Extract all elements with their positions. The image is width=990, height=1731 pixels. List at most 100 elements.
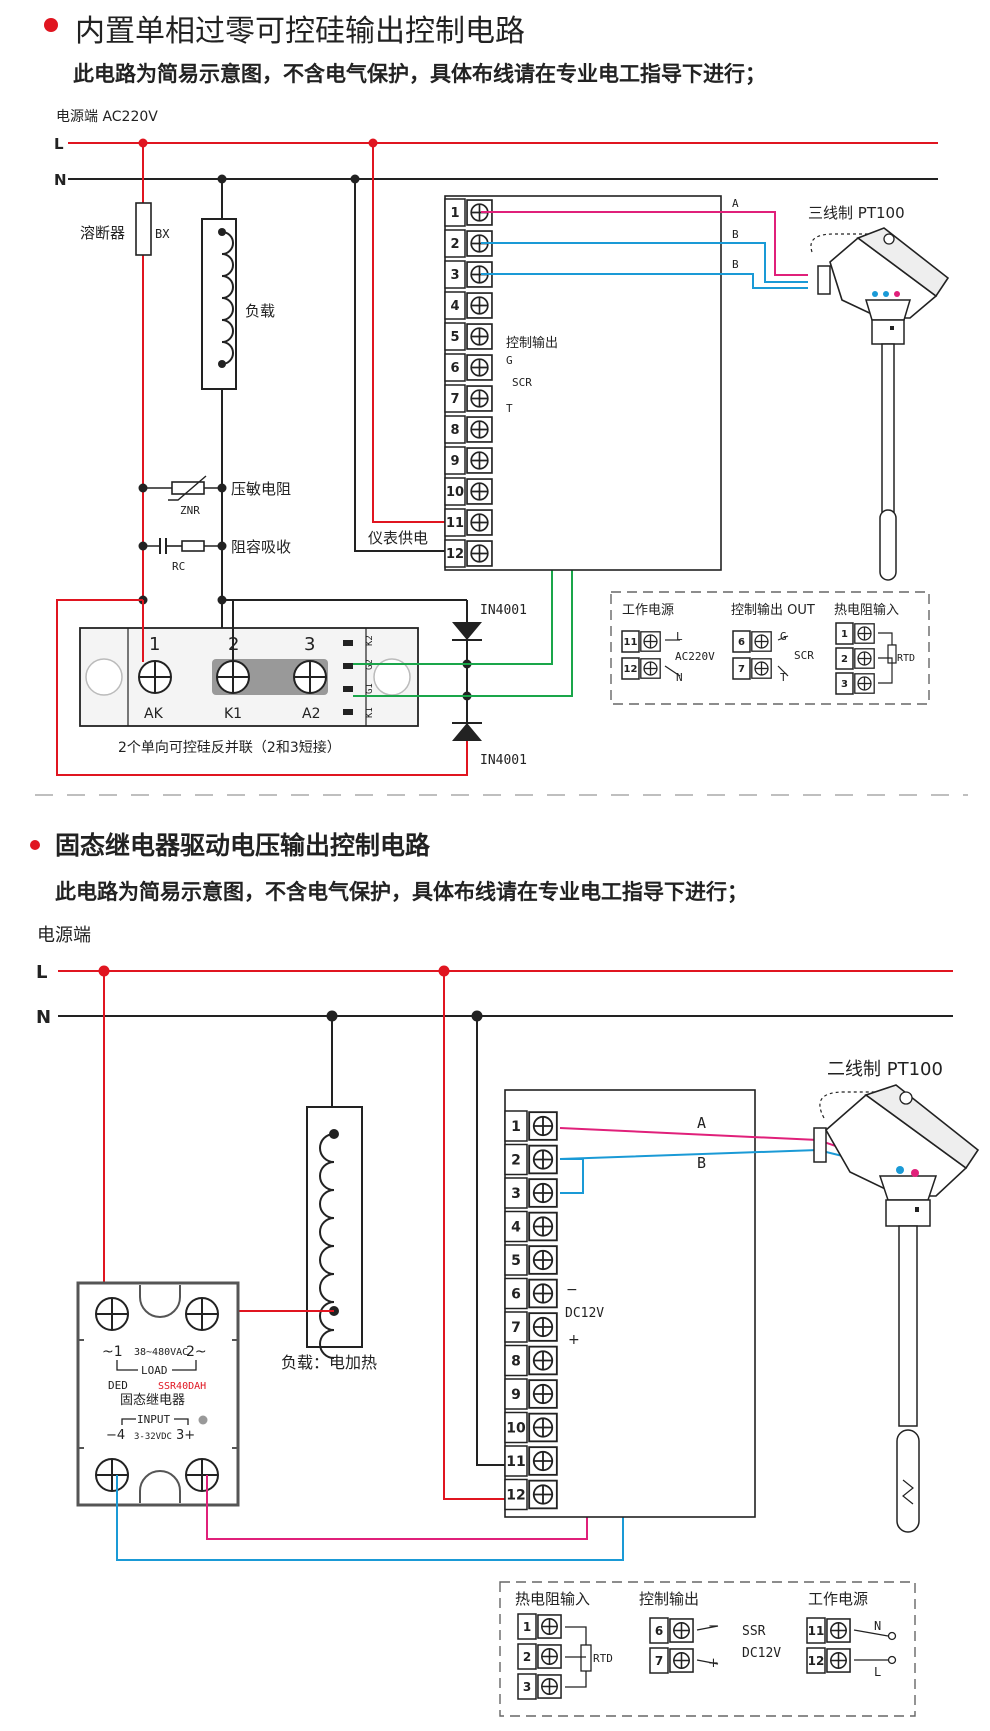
section2-note: 此电路为简易示意图，不含电气保护，具体布线请在专业电工指导下进行； [55,880,748,904]
terminal: 2 [444,229,493,258]
terminal: 1 [517,1613,562,1640]
pin-name-ak: AK [144,706,164,722]
legend2-power-n: N [874,1619,881,1633]
terminal-number: 9 [511,1387,521,1403]
varistor-label: 压敏电阻 [231,480,291,498]
side-k2: K2 [365,635,375,646]
ssr-name: 固态继电器 [120,1393,185,1408]
line-n-label: N [54,171,67,189]
legend-rtd-title: 热电阻输入 [834,602,899,618]
diode-top [452,622,482,640]
ssr-input: INPUT [137,1413,170,1426]
section2-title: 固态继电器驱动电压输出控制电路 [55,831,431,860]
ssr-ac-range: 38~480VAC [134,1347,188,1358]
terminal-number: 5 [450,330,459,345]
terminal-number: 10 [506,1421,526,1437]
node-dot [217,174,227,184]
terminal-number: 4 [450,299,459,314]
legend2-power-title: 工作电源 [808,1590,868,1608]
ssr-ac-left: ~1 [102,1344,123,1360]
ssr-model: SSR40DAH [158,1381,206,1392]
terminal-number: 7 [511,1320,521,1336]
legend-output-scr: SCR [794,649,814,662]
section1-note: 此电路为简易示意图，不含电气保护，具体布线请在专业电工指导下进行； [73,62,766,86]
terminal: 11 [504,1445,558,1477]
terminal: 10 [504,1411,558,1444]
legend2-power-l: L [874,1665,881,1679]
terminal-number: 5 [511,1253,521,1269]
terminal-number: 6 [450,361,459,376]
section1-title: 内置单相过零可控硅输出控制电路 [75,14,525,49]
instrument-body [444,195,722,571]
terminal-number: 10 [446,485,464,500]
pin-name-k1: K1 [224,706,242,722]
terminal-number: 2 [450,237,459,252]
section1-diagram: 电源端 AC220V L N 溶断器 BX 负载 ZNR 压敏电阻 [54,109,950,776]
terminal-number: 8 [511,1354,521,1370]
terminal: 3 [835,672,875,695]
terminal-number: 6 [511,1287,521,1303]
terminal: 7 [444,384,493,413]
legend2-output-minus: − [708,1619,719,1634]
wire-b1: B [732,228,739,241]
wire-b-2: B [697,1154,706,1172]
legend-power-voltage: AC220V [675,650,715,663]
legend-box [610,591,930,705]
title-bullet [30,840,40,850]
terminal: 11 [444,508,493,537]
terminal-number: 12 [808,1654,825,1668]
ssr-dc-right: 3+ [176,1428,195,1443]
power-label: 电源端 AC220V [56,109,158,125]
ssr-load: LOAD [141,1364,168,1377]
wire-b2: B [732,258,739,271]
side-k1: K1 [365,707,375,718]
terminal: 12 [504,1478,558,1511]
terminal-number: 7 [450,392,459,407]
terminal-number: 11 [446,516,464,531]
terminal: 1 [504,1110,558,1142]
line-l-label-2: L [36,962,47,983]
terminal: 7 [504,1311,558,1343]
wire-a: A [732,197,739,210]
terminal: 12 [806,1647,851,1674]
line-n-label-2: N [36,1007,51,1028]
ssr-brand: DED [108,1379,128,1392]
terminal-number: 4 [511,1220,521,1236]
terminal: 4 [504,1210,558,1243]
sensor-label-2: 二线制 PT100 [827,1059,943,1080]
terminal: 10 [444,477,493,506]
terminal-number: 3 [523,1680,531,1694]
terminal: 1 [835,622,875,645]
terminal: 5 [504,1244,558,1276]
terminal-number: 12 [446,547,464,562]
dc-plus: + [568,1332,580,1348]
terminal-number: 11 [624,637,638,648]
legend2-output-dc: DC12V [742,1646,781,1661]
terminal: 2 [517,1643,562,1670]
load-label: 负载 [245,302,275,320]
fuse [135,202,152,256]
terminal: 11 [621,630,661,653]
ctrl-t: T [506,402,513,415]
load-coil-2 [319,1133,335,1359]
terminal-number: 3 [450,268,459,283]
terminal-number: 1 [511,1119,521,1135]
legend-box-2 [499,1581,916,1717]
diode-top-label: IN4001 [480,603,527,618]
section2-diagram: 电源端 L N 负载：电加热 [36,925,980,1717]
dc-minus: − [566,1282,578,1298]
fuse-label: 溶断器 [80,224,125,242]
terminal: 3 [504,1177,558,1209]
wire-a-2: A [697,1114,706,1132]
terminal: 12 [444,539,493,568]
terminal-number: 7 [655,1654,663,1668]
terminal-number: 1 [523,1620,531,1634]
terminal: 4 [444,291,493,320]
ctrl-g: G [506,354,513,367]
terminal-number: 2 [511,1153,521,1169]
diode-bottom [452,723,482,741]
load-coil [221,231,234,365]
power-label-2: 电源端 [37,925,91,946]
meter-power-label: 仪表供电 [368,529,428,547]
